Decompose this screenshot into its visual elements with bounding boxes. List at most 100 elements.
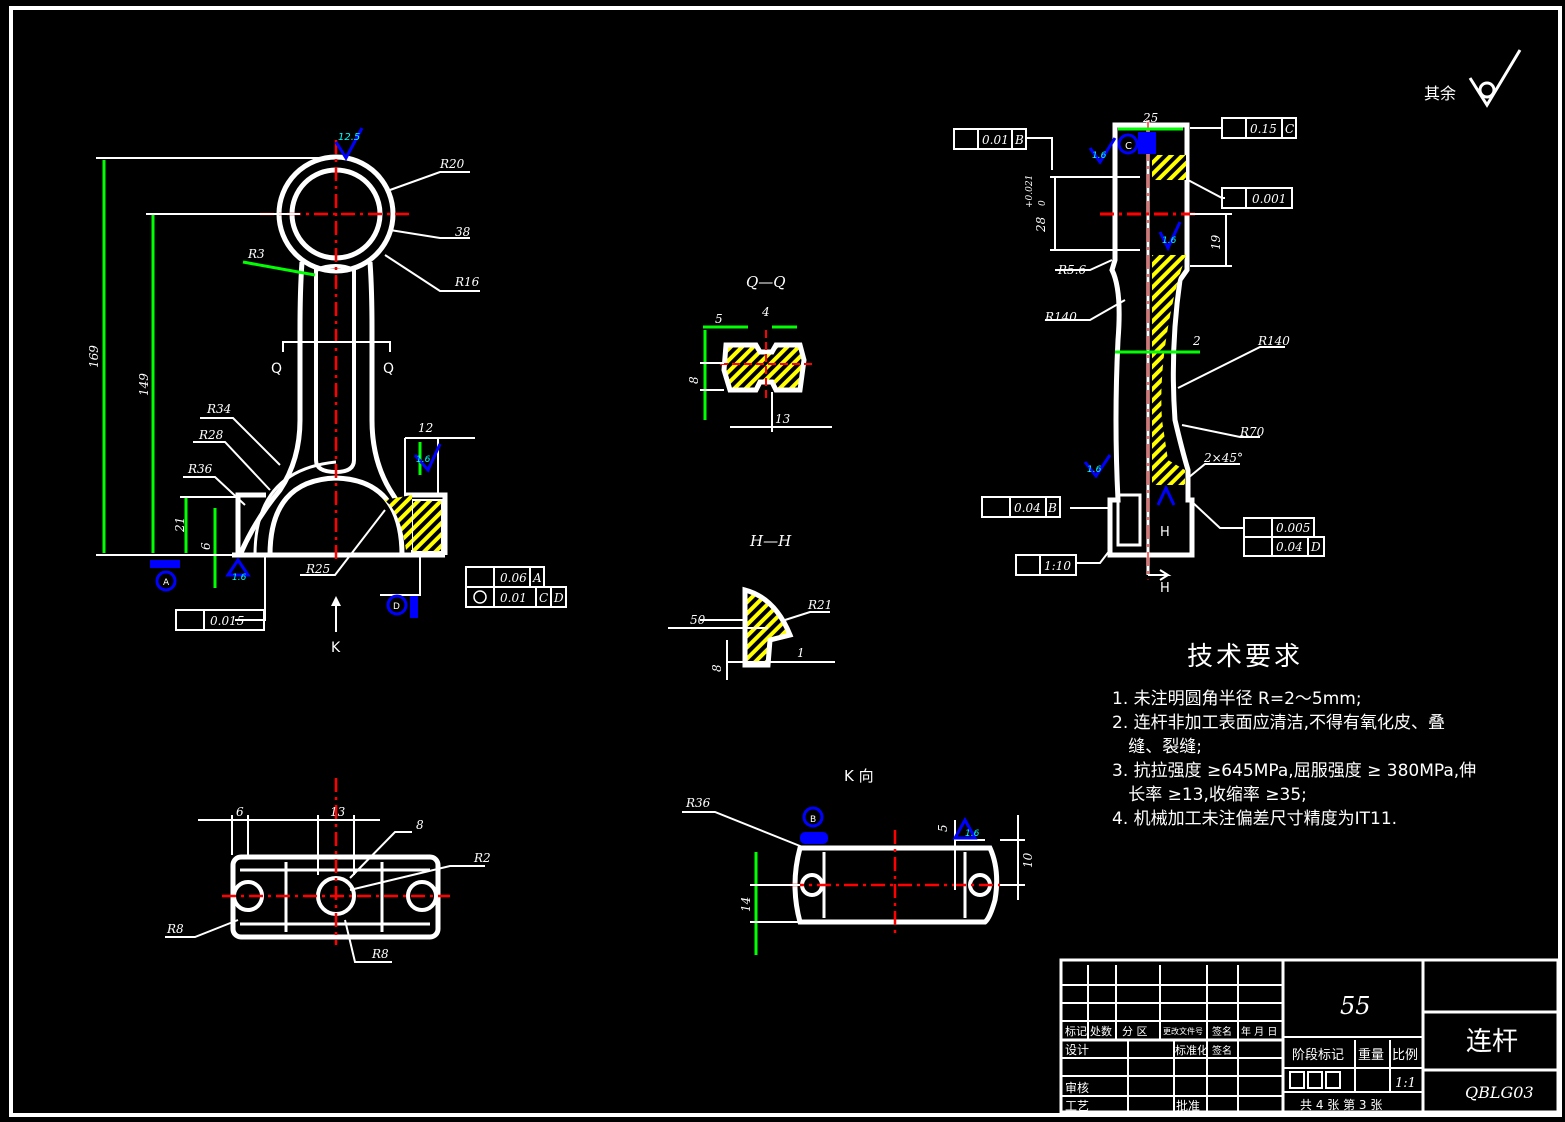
fcf-symmetry: 0.15 C [1221, 117, 1297, 139]
fcf-perp-a: 0.06 A [465, 566, 545, 588]
qq-dim-4: 4 [761, 305, 770, 319]
section-q-left: Q [271, 361, 282, 377]
k-roughness: 1.6 [965, 829, 980, 839]
hh-dim-8: 8 [710, 664, 724, 672]
side-dim-r140-left: R140 [1044, 310, 1077, 324]
side-roughness-a: 1.6 [1092, 151, 1107, 161]
dim-6: 6 [199, 542, 213, 550]
tech-req-line-3: 缝、裂缝; [1112, 737, 1202, 757]
tech-req-line-1: 1. 未注明圆角半径 R=2～5mm; [1112, 689, 1362, 709]
section-h-upper: H [1160, 525, 1170, 540]
dim-r25: R25 [305, 562, 330, 576]
side-bore-tol-lower: 0 [1038, 200, 1048, 206]
side-bore-tol-upper: +0.021 [1025, 175, 1035, 208]
tech-req-line-5: 长率 ≥13,收缩率 ≥35; [1112, 785, 1307, 805]
side-dim-r140-right: R140 [1257, 334, 1290, 348]
side-dim-r5-6: R5.6 [1057, 263, 1086, 277]
tb-drawing-no: QBLG03 [1465, 1083, 1534, 1102]
k-dim-5: 5 [936, 824, 950, 832]
fcf-taper: 1:10 [1015, 554, 1077, 576]
qq-dim-8: 8 [687, 376, 701, 384]
fcf-taper-value: 1:10 [1044, 559, 1071, 573]
bottom-dim-r8-right: R8 [371, 947, 389, 961]
tb-sheets: 共 4 张 第 3 张 [1300, 1098, 1382, 1112]
section-hh-title: H—H [749, 532, 792, 550]
side-dim-25: 25 [1142, 111, 1158, 125]
view-arrow-k: K [331, 640, 341, 656]
datum-d: D [393, 602, 400, 612]
fcf-position-value: 0.01 [500, 591, 527, 605]
side-dim-19: 19 [1209, 234, 1223, 250]
tb-standardize: 标准化 [1175, 1043, 1208, 1057]
dim-r36: R36 [187, 462, 213, 476]
roughness-label: 其余 [1424, 84, 1456, 103]
fcf-parallel: 0.01 B [953, 128, 1027, 150]
k-view-title: K 向 [844, 767, 874, 785]
roughness-1-6-b: 1.6 [232, 573, 247, 583]
side-view: 25 19 R5.6 R140 R140 R70 2 2×45° 28 +0.0… [953, 111, 1325, 596]
section-h-lower: H [1160, 581, 1170, 596]
fcf-perp-b-datum: B [1047, 501, 1057, 515]
dim-r34: R34 [206, 402, 231, 416]
tb-scale: 1:1 [1395, 1076, 1416, 1091]
fcf-position: 0.01 C D [465, 586, 567, 608]
fcf-flatness: 0.015 [175, 609, 265, 631]
tb-h-sign: 签名 [1212, 1025, 1232, 1038]
roughness-12-5: 12.5 [338, 132, 360, 143]
tb-number: 55 [1340, 992, 1371, 1020]
fcf-symmetry-value: 0.15 [1250, 122, 1277, 136]
dim-diam-38: 38 [455, 225, 471, 239]
side-roughness-c: 1.6 [1087, 465, 1102, 475]
fcf-perp-b: 0.04 B [981, 496, 1061, 518]
bottom-dim-13: 13 [330, 805, 346, 819]
section-qq: Q—Q 5 4 8 13 [687, 273, 832, 432]
tb-weight: 重量 [1358, 1047, 1384, 1063]
tb-h-count: 处数 [1090, 1025, 1112, 1038]
tb-ratio: 比例 [1392, 1048, 1418, 1063]
datum-b: B [810, 815, 816, 825]
dim-149: 149 [137, 373, 151, 396]
fcf-position-datum-c: C [539, 591, 548, 605]
dim-12: 12 [418, 421, 433, 435]
roughness-symbol: 其余 [1424, 49, 1522, 108]
tb-review: 审核 [1065, 1080, 1089, 1095]
k-dim-r36: R36 [685, 796, 711, 810]
fcf-symmetry-datum: C [1285, 122, 1294, 136]
tb-h-mark: 标记 [1065, 1024, 1087, 1038]
qq-dim-13: 13 [775, 412, 791, 426]
dim-r20: R20 [439, 157, 465, 171]
roughness-1-6-a: 1.6 [416, 455, 431, 465]
title-block-text: 55 连杆 QBLG03 1:1 阶段标记 重量 比例 共 4 张 第 3 张 … [1065, 992, 1534, 1113]
section-qq-title: Q—Q [746, 273, 786, 291]
tech-req-line-6: 4. 机械加工未注偏差尺寸精度为IT11. [1112, 809, 1398, 829]
fcf-parallel-datum: B [1014, 133, 1024, 147]
fcf-cyl-perp: 0.005 0.04 D [1243, 517, 1325, 557]
main-view: Q Q K [87, 127, 567, 656]
tb-approve: 批准 [1176, 1098, 1200, 1113]
datum-a: A [163, 578, 170, 588]
tb-stage-mark: 阶段标记 [1292, 1048, 1344, 1063]
fcf-flatness-value: 0.015 [210, 614, 244, 628]
section-q-right: Q [383, 361, 394, 377]
fcf-cylindricity-value: 0.001 [1252, 192, 1286, 206]
side-dim-2: 2 [1192, 334, 1201, 348]
tb-part-name: 连杆 [1466, 1027, 1518, 1057]
qq-dim-5: 5 [715, 312, 723, 326]
k-dim-10: 10 [1021, 852, 1035, 868]
fcf-position-datum-d: D [553, 591, 564, 605]
bottom-view: 6 13 R2 R8 R8 8 [165, 778, 491, 963]
bottom-dim-6: 6 [236, 805, 244, 819]
datum-c: C [1125, 141, 1132, 152]
tb-h-zone: 分 区 [1122, 1025, 1148, 1038]
dim-r28: R28 [198, 428, 224, 442]
tech-req-line-4: 3. 抗拉强度 ≥645MPa,屈服强度 ≥ 380MPa,伸 [1112, 761, 1477, 781]
bottom-dim-r2: R2 [473, 851, 491, 865]
title-block [1059, 958, 1560, 1114]
tb-h-date: 年 月 日 [1241, 1025, 1277, 1038]
fcf-cylindricity: 0.001 [1221, 187, 1293, 209]
dim-169: 169 [87, 345, 101, 368]
technical-requirements: 技术要求 1. 未注明圆角半径 R=2～5mm; 2. 连杆非加工表面应清洁,不… [1112, 636, 1476, 831]
fcf-perp-datum: A [532, 571, 542, 585]
fcf-perp2-value: 0.04 [1276, 540, 1303, 554]
